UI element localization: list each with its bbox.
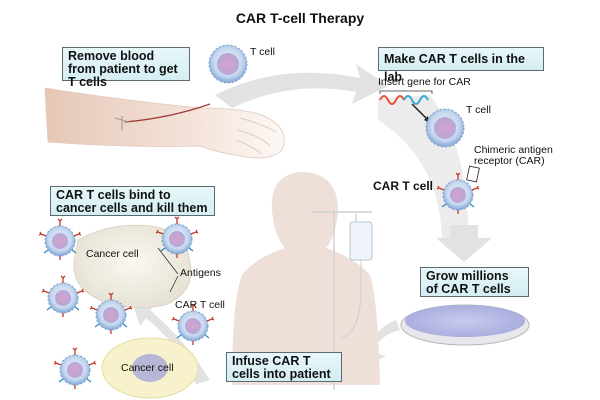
arrow-to-lab	[215, 64, 388, 108]
arm	[44, 87, 285, 159]
label-cancer-cell-2: Cancer cell	[121, 362, 174, 374]
label-t-cell-lab: T cell	[466, 104, 491, 116]
label-car-t-cell-lab: CAR T cell	[373, 179, 434, 193]
cancer-cell-large	[73, 224, 192, 309]
step-bind-and-kill: CAR T cells bind to cancer cells and kil…	[50, 186, 215, 216]
diagram-title: CAR T-cell Therapy	[235, 10, 365, 26]
step-grow-cells: Grow millions of CAR T cells	[420, 267, 529, 297]
label-car-receptor: Chimeric antigen receptor (CAR)	[474, 144, 553, 167]
arrow-down-to-grow	[436, 225, 492, 262]
patient-silhouette	[232, 172, 380, 385]
needle	[114, 116, 130, 130]
label-antigens: Antigens	[180, 267, 221, 279]
step-remove-blood: Remove blood from patient to get T cells	[62, 47, 190, 89]
blood-tube	[124, 103, 211, 123]
dna-strand	[379, 90, 433, 105]
label-car-t-cell-bind: CAR T cell	[175, 299, 225, 311]
label-insert-gene: Insert gene for CAR	[378, 76, 471, 88]
step-make-car-t-cells: Make CAR T cells in the lab	[378, 47, 544, 84]
iv-bag	[349, 221, 373, 261]
label-t-cell-top: T cell	[250, 46, 275, 58]
label-cancer-cell-1: Cancer cell	[86, 248, 139, 260]
step-infuse: Infuse CAR T cells into patient	[226, 352, 342, 382]
car-receptor-callout	[466, 165, 480, 183]
